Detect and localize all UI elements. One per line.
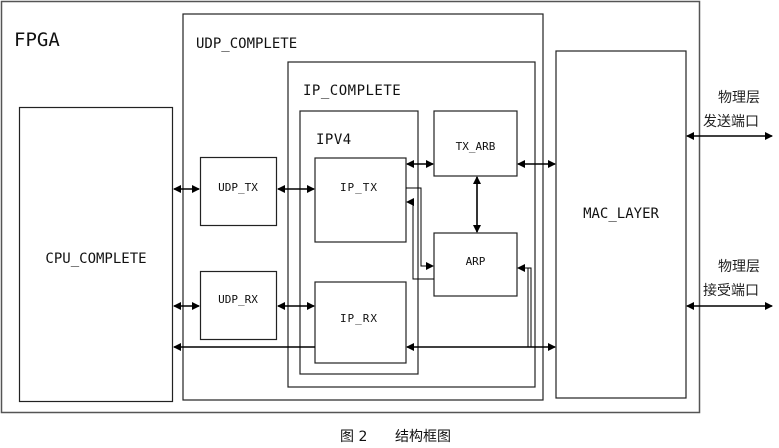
cpu-complete-block xyxy=(18,106,174,403)
arrow-arp-to-ip-tx xyxy=(406,198,434,280)
ip-tx-block xyxy=(314,157,407,243)
ip-complete-container xyxy=(287,61,536,388)
fpga-label: FPGA xyxy=(14,29,60,51)
mac-layer-block xyxy=(555,50,687,399)
arrow-ip-tx-to-arp xyxy=(406,187,434,270)
udp-rx-label: UDP_RX xyxy=(218,293,258,306)
phy-rx-port-label-line1: 物理层 xyxy=(718,259,760,275)
phy-tx-port-label-line2: 发送端口 xyxy=(703,114,759,130)
figure-number: 图 2 xyxy=(340,429,367,445)
arp-label: ARP xyxy=(466,255,486,268)
cpu-complete-label: CPU_COMPLETE xyxy=(45,251,146,267)
udp-complete-container xyxy=(182,13,544,401)
tx-arb-label: TX_ARB xyxy=(456,140,496,153)
ip-tx-label: IP_TX xyxy=(340,181,378,194)
udp-tx-label: UDP_TX xyxy=(218,181,258,194)
tx-arb-block xyxy=(433,110,518,177)
mac-layer-label: MAC_LAYER xyxy=(583,206,659,222)
fpga-container xyxy=(0,0,701,414)
phy-rx-port-label-line2: 接受端口 xyxy=(703,282,759,299)
ip-rx-label: IP_RX xyxy=(340,312,378,325)
ip-complete-label: IP_COMPLETE xyxy=(303,83,401,99)
udp-complete-label: UDP_COMPLETE xyxy=(196,36,297,52)
ip-rx-block xyxy=(314,281,407,364)
ipv4-container xyxy=(299,110,419,375)
figure-caption: 结构框图 xyxy=(395,429,451,445)
udp-rx-block xyxy=(199,270,278,341)
arrow-mac-to-arp xyxy=(517,264,532,347)
ipv4-label: IPV4 xyxy=(316,132,352,148)
udp-tx-block xyxy=(199,156,278,227)
phy-tx-port-label-line1: 物理层 xyxy=(718,90,760,106)
